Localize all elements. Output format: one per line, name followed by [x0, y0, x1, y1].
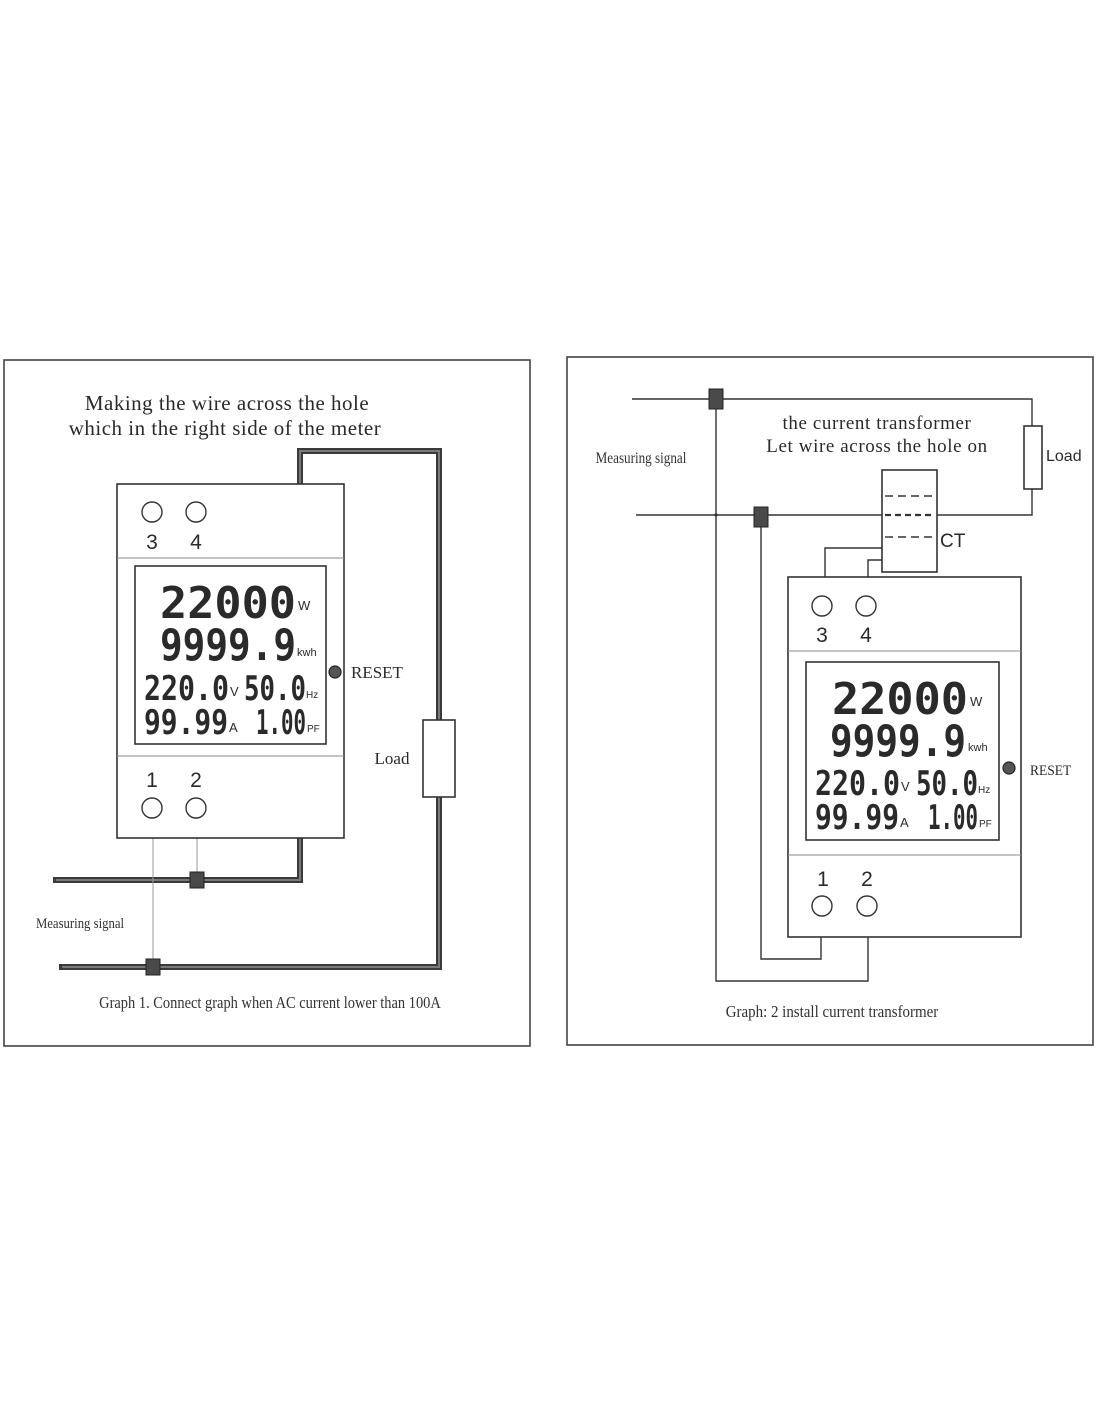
graph2-meter: 3 4 22000 W 9999.9 kwh 220.0 V 50.0 Hz 9…	[787, 576, 1071, 938]
graph1-terminal-label-2: 2	[190, 769, 202, 792]
graph1-lcd-current: 99.99	[144, 703, 228, 743]
graph2-header-line1: the current transformer	[783, 413, 972, 434]
graph2-terminal-4	[855, 595, 877, 617]
graph1-terminal-1	[141, 797, 163, 819]
graph2-lcd-power-unit: W	[970, 694, 983, 709]
graph1-lcd-screen	[134, 565, 327, 745]
graph2-terminal-label-4: 4	[860, 624, 872, 647]
graph2-signal-line-inner	[760, 515, 822, 960]
graph1-terminal-label-4: 4	[190, 531, 202, 554]
graph1-lcd-voltage-unit: V	[230, 684, 239, 699]
graph2-lcd-current: 99.99	[815, 798, 899, 838]
graph2-panel: Load the current transformer Let wire ac…	[566, 356, 1094, 1046]
graph2-ct-lead-1	[824, 547, 882, 577]
graph2-lcd-frequency-unit: Hz	[978, 785, 990, 796]
graph2-lcd-screen	[805, 661, 1000, 841]
graph2-terminal-3	[811, 595, 833, 617]
graph1-wiring	[53, 448, 442, 976]
graph2-lcd-energy: 9999.9	[830, 716, 966, 767]
graph1-terminal-3	[141, 501, 163, 523]
graph2-header-line2: Let wire across the hole on	[766, 436, 987, 457]
graph2-terminal-label-1: 1	[817, 868, 829, 891]
graph2-wire-load-return	[937, 489, 1033, 516]
graph1-clamp-1	[145, 958, 161, 976]
graph2-ct-lead-2	[867, 559, 882, 577]
graph2-ct-body	[881, 469, 938, 573]
graph2-current-transformer: CT	[881, 469, 966, 573]
graph2-clamp-2	[753, 506, 769, 528]
graph2-clamp-1	[708, 388, 724, 410]
graph1-header-line1: Making the wire across the hole	[85, 391, 369, 415]
graph2-reset-label: RESET	[1030, 762, 1071, 779]
graph1-lcd-current-unit: A	[229, 720, 238, 735]
graph1-lcd-power-factor-unit: PF	[307, 724, 320, 735]
graph1-lcd-power-factor: 1.00	[256, 703, 306, 743]
graph2-terminal-label-3: 3	[816, 624, 828, 647]
graph1-terminal-2	[185, 797, 207, 819]
graph1-load-resistor	[422, 719, 456, 798]
graph2-measuring-label: Measuring signal	[596, 450, 687, 467]
graph2-terminal-1	[811, 895, 833, 917]
graph1-lcd-power-unit: W	[298, 598, 311, 613]
graph2-lcd-frequency: 50.0	[916, 764, 978, 804]
graph1-lcd-energy-unit: kwh	[297, 647, 317, 659]
graph2-lcd-energy-unit: kwh	[968, 742, 988, 754]
graph1-header-line2: which in the right side of the meter	[69, 416, 382, 440]
graph1-terminal-label-1: 1	[146, 769, 158, 792]
graph1-caption: Graph 1. Connect graph when AC current l…	[99, 994, 441, 1012]
graph2-lcd-power: 22000	[832, 674, 968, 725]
graph1-lcd-frequency-unit: Hz	[306, 690, 318, 701]
graph2-lcd-voltage-unit: V	[901, 779, 910, 794]
graph2-lcd-voltage: 220.0	[815, 764, 900, 804]
graph1-meter: 3 4 22000 W 9999.9 kwh 220.0 V 50.0 Hz 9…	[116, 483, 404, 839]
graph1-lcd-voltage: 220.0	[144, 669, 229, 709]
graph2-load-resistor	[1023, 425, 1043, 490]
graph2-wire-top	[632, 398, 1033, 426]
graph2-reset-button[interactable]	[1002, 761, 1016, 775]
graph1-terminal-label-3: 3	[146, 531, 158, 554]
graph2-lcd-power-factor: 1.00	[928, 798, 978, 838]
graph2-load-label: Load	[1046, 448, 1082, 465]
graph1-lcd-frequency: 50.0	[244, 669, 306, 709]
graph2-terminal-label-2: 2	[861, 868, 873, 891]
graph2-signal-line-outer	[715, 399, 869, 982]
graph2-lcd-power-factor-unit: PF	[979, 819, 992, 830]
graph1-lcd-power: 22000	[160, 578, 296, 629]
graph1-panel: Making the wire across the hole which in…	[3, 359, 531, 1047]
graph2-ct-label: CT	[940, 531, 966, 552]
graph1-measuring-label: Measuring signal	[36, 916, 124, 932]
graph2-terminal-2	[856, 895, 878, 917]
graph1-reset-label: RESET	[351, 663, 404, 682]
graph2-lcd-current-unit: A	[900, 815, 909, 830]
graph1-terminal-4	[185, 501, 207, 523]
graph2-caption: Graph: 2 install current transformer	[726, 1003, 939, 1021]
graph1-lcd-energy: 9999.9	[160, 620, 296, 671]
graph1-clamp-2	[189, 871, 205, 889]
graph1-reset-button[interactable]	[328, 665, 342, 679]
graph1-load-label: Load	[375, 749, 410, 768]
